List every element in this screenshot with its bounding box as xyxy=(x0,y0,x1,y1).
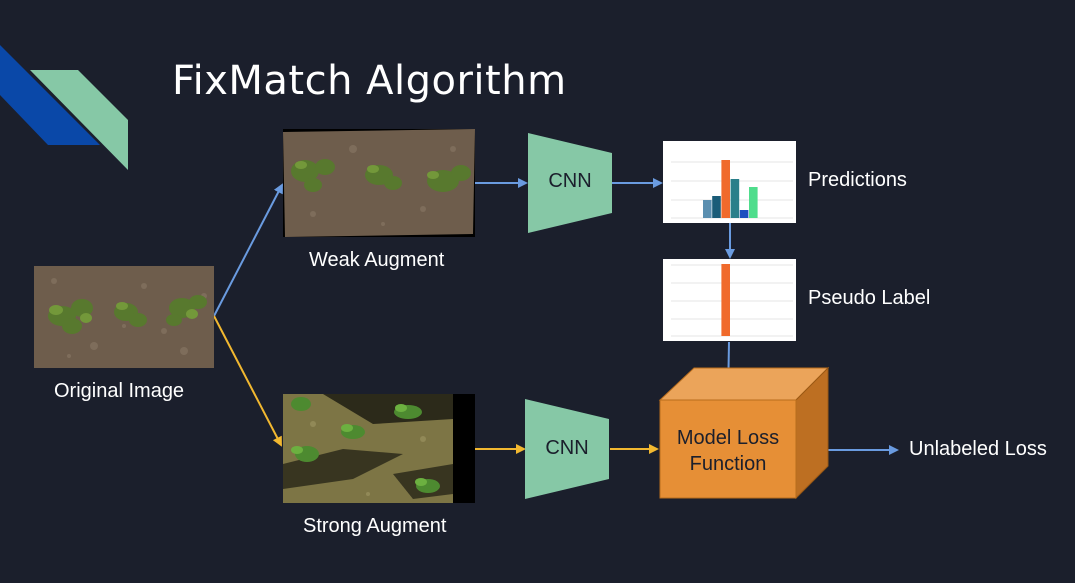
pseudo-label-label: Pseudo Label xyxy=(808,287,931,309)
weak-augment-label: Weak Augment xyxy=(309,249,445,271)
predictions-bar-1 xyxy=(703,200,712,218)
predictions-bar-3 xyxy=(721,160,730,218)
cnn-bottom-shape xyxy=(525,399,609,499)
slide-title: FixMatch Algorithm xyxy=(172,58,567,104)
accent-blue-stripe xyxy=(0,45,100,145)
predictions-bar-4 xyxy=(730,179,740,218)
original-image-label: Original Image xyxy=(54,380,185,402)
loss-box-front xyxy=(659,399,797,499)
cnn-top-shape xyxy=(528,133,612,233)
strong-augment-label: Strong Augment xyxy=(303,515,447,537)
pseudo-chart-svg xyxy=(671,264,793,337)
cnn-top-label: CNN xyxy=(548,170,592,192)
loss-label-line1: Model Loss xyxy=(676,427,780,449)
soil-plants-photo xyxy=(34,266,214,368)
pseudo-label-chart xyxy=(663,259,796,341)
predictions-chart-svg xyxy=(671,160,793,219)
accent-green-stripe xyxy=(30,70,128,170)
loss-label-line2: Function xyxy=(689,453,767,475)
unlabeled-loss-label: Unlabeled Loss xyxy=(909,438,1047,460)
strong-soil-photo xyxy=(283,394,453,503)
predictions-bar-2 xyxy=(712,196,721,218)
loss-box-label: Model Loss Function xyxy=(660,425,796,477)
predictions-chart xyxy=(663,141,796,223)
cnn-bottom-label: CNN xyxy=(545,437,589,459)
pseudo-label-bar-3 xyxy=(721,264,730,336)
arrow-original-to-strong xyxy=(213,315,282,447)
arrow-original-to-weak xyxy=(213,183,283,317)
predictions-bar-5 xyxy=(739,210,749,218)
strong-augment-image xyxy=(283,394,475,503)
weak-soil-photo xyxy=(283,129,475,237)
weak-augment-image xyxy=(283,129,475,237)
predictions-label: Predictions xyxy=(808,169,907,191)
predictions-bar-6 xyxy=(749,187,758,218)
original-image xyxy=(34,266,214,368)
